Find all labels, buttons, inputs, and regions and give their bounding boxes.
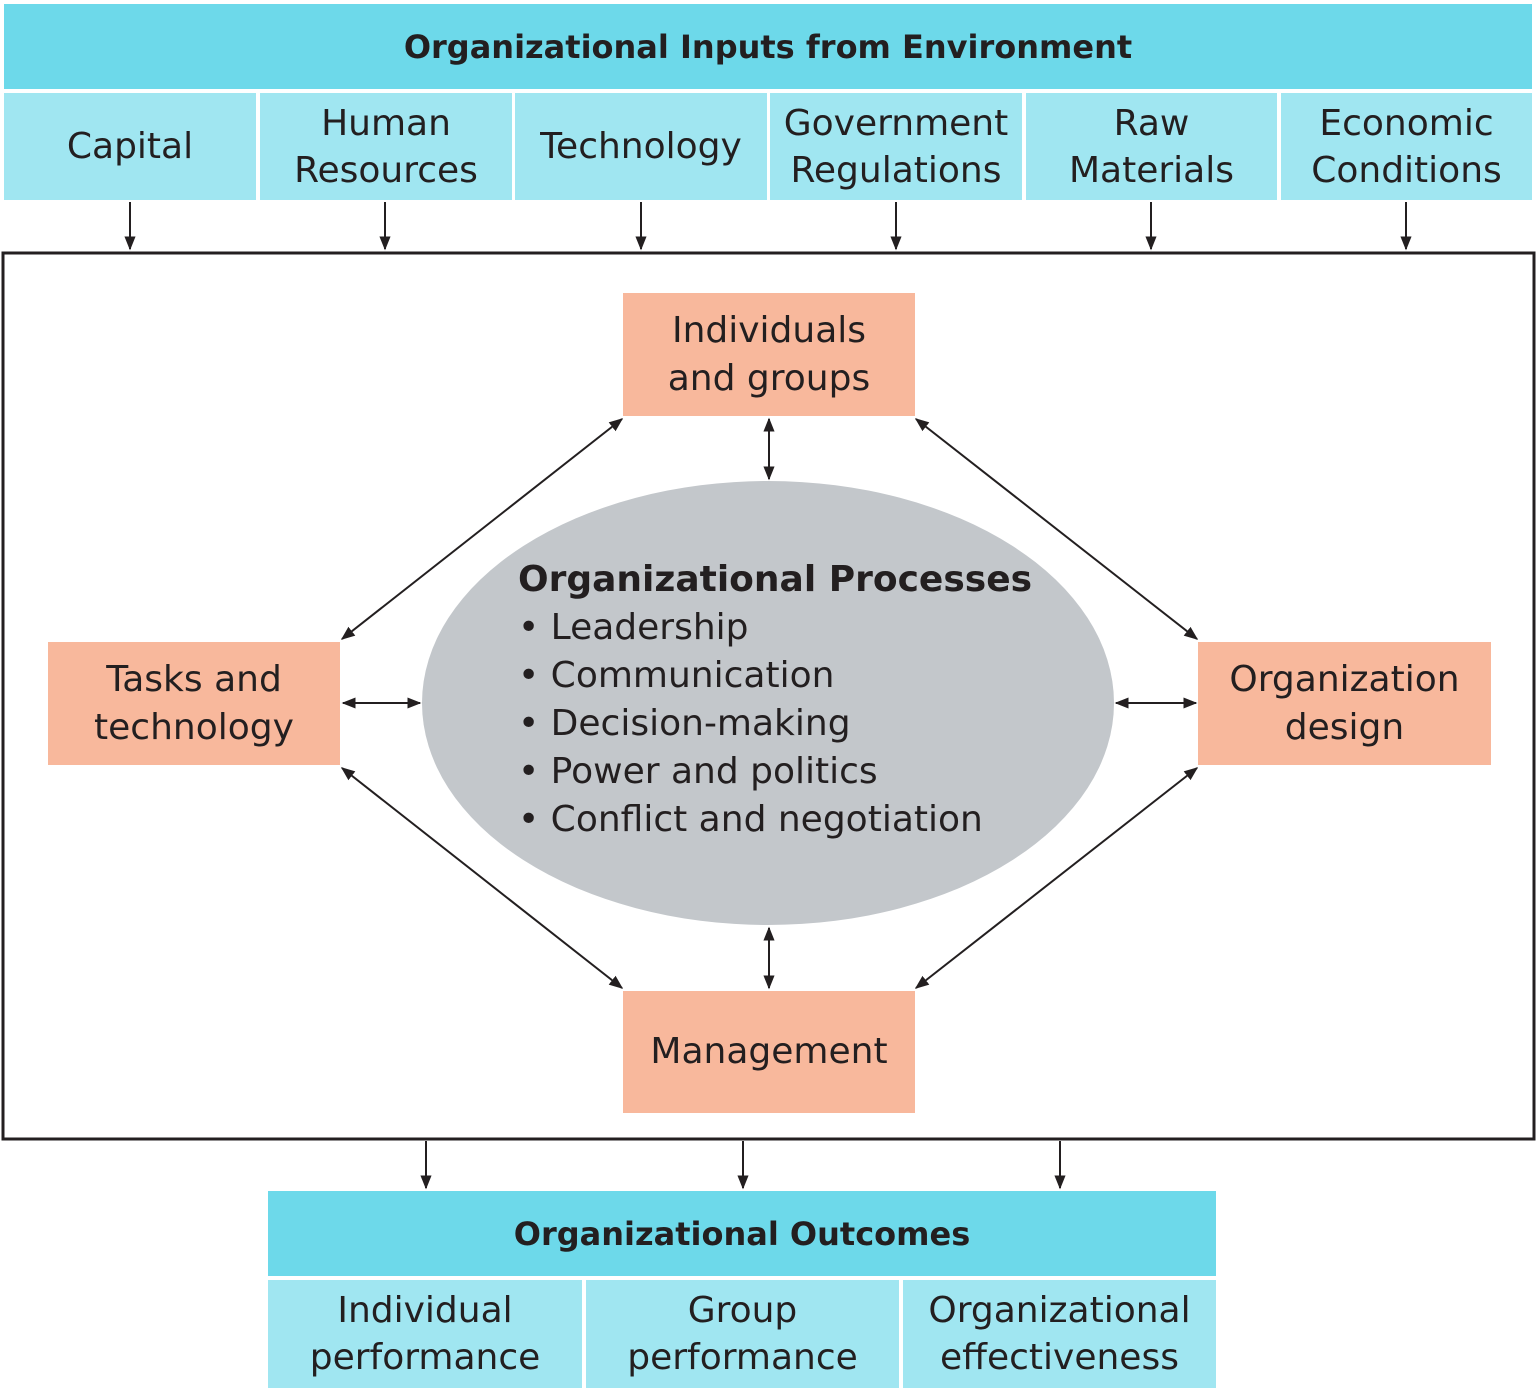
- label: Conditions: [1311, 149, 1502, 191]
- outcome-individual-performance: Individual performance: [268, 1280, 582, 1388]
- processes-title: Organizational Processes: [518, 559, 1033, 600]
- label: Organizational: [928, 1290, 1191, 1331]
- bidirectional-arrow: [914, 418, 1199, 640]
- label: Technology: [540, 126, 742, 167]
- process-item: • Conflict and negotiation: [518, 799, 983, 840]
- bidirectional-arrow: [914, 767, 1199, 989]
- label: Resources: [294, 149, 478, 191]
- input-capital: Capital: [4, 93, 256, 200]
- bidirectional-arrow: [340, 767, 624, 989]
- label: Group: [687, 1290, 798, 1331]
- label: Regulations: [790, 149, 1002, 191]
- label: and groups: [667, 357, 871, 399]
- label: Materials: [1068, 149, 1234, 191]
- organization-frame: [1, 251, 1536, 1141]
- label: Organization: [1229, 658, 1460, 700]
- label: Tasks and: [106, 658, 282, 700]
- input-technology: Technology: [515, 93, 767, 200]
- node-management: Management: [623, 991, 915, 1113]
- node-organization-design: Organization design: [1198, 642, 1491, 765]
- outcome-organizational-effectiveness: Organizational effectiveness: [903, 1280, 1216, 1388]
- process-item: • Communication: [518, 655, 835, 696]
- bidirectional-arrow: [340, 418, 624, 640]
- node-individuals-groups: Individuals and groups: [623, 293, 915, 416]
- processes-list: Organizational Processes • Leadership • …: [518, 556, 1032, 844]
- outcomes-title: Organizational Outcomes: [268, 1191, 1216, 1276]
- label: Individuals: [671, 309, 867, 351]
- label: performance: [627, 1337, 858, 1378]
- label: Human: [321, 102, 451, 144]
- process-item: • Leadership: [518, 607, 749, 648]
- outcome-group-performance: Group performance: [586, 1280, 899, 1388]
- label: Individual: [337, 1290, 513, 1331]
- label: Capital: [66, 126, 194, 167]
- label: Raw: [1113, 102, 1190, 144]
- label: design: [1284, 706, 1405, 748]
- process-item: • Decision-making: [518, 703, 851, 744]
- inputs-title: Organizational Inputs from Environment: [4, 4, 1532, 89]
- label: performance: [309, 1337, 541, 1378]
- label: effectiveness: [940, 1337, 1179, 1378]
- label: technology: [94, 706, 294, 748]
- node-tasks-technology: Tasks and technology: [48, 642, 340, 765]
- label: Economic: [1319, 102, 1494, 144]
- process-item: • Power and politics: [518, 751, 878, 792]
- label: Management: [650, 1031, 888, 1072]
- label: Government: [783, 102, 1009, 144]
